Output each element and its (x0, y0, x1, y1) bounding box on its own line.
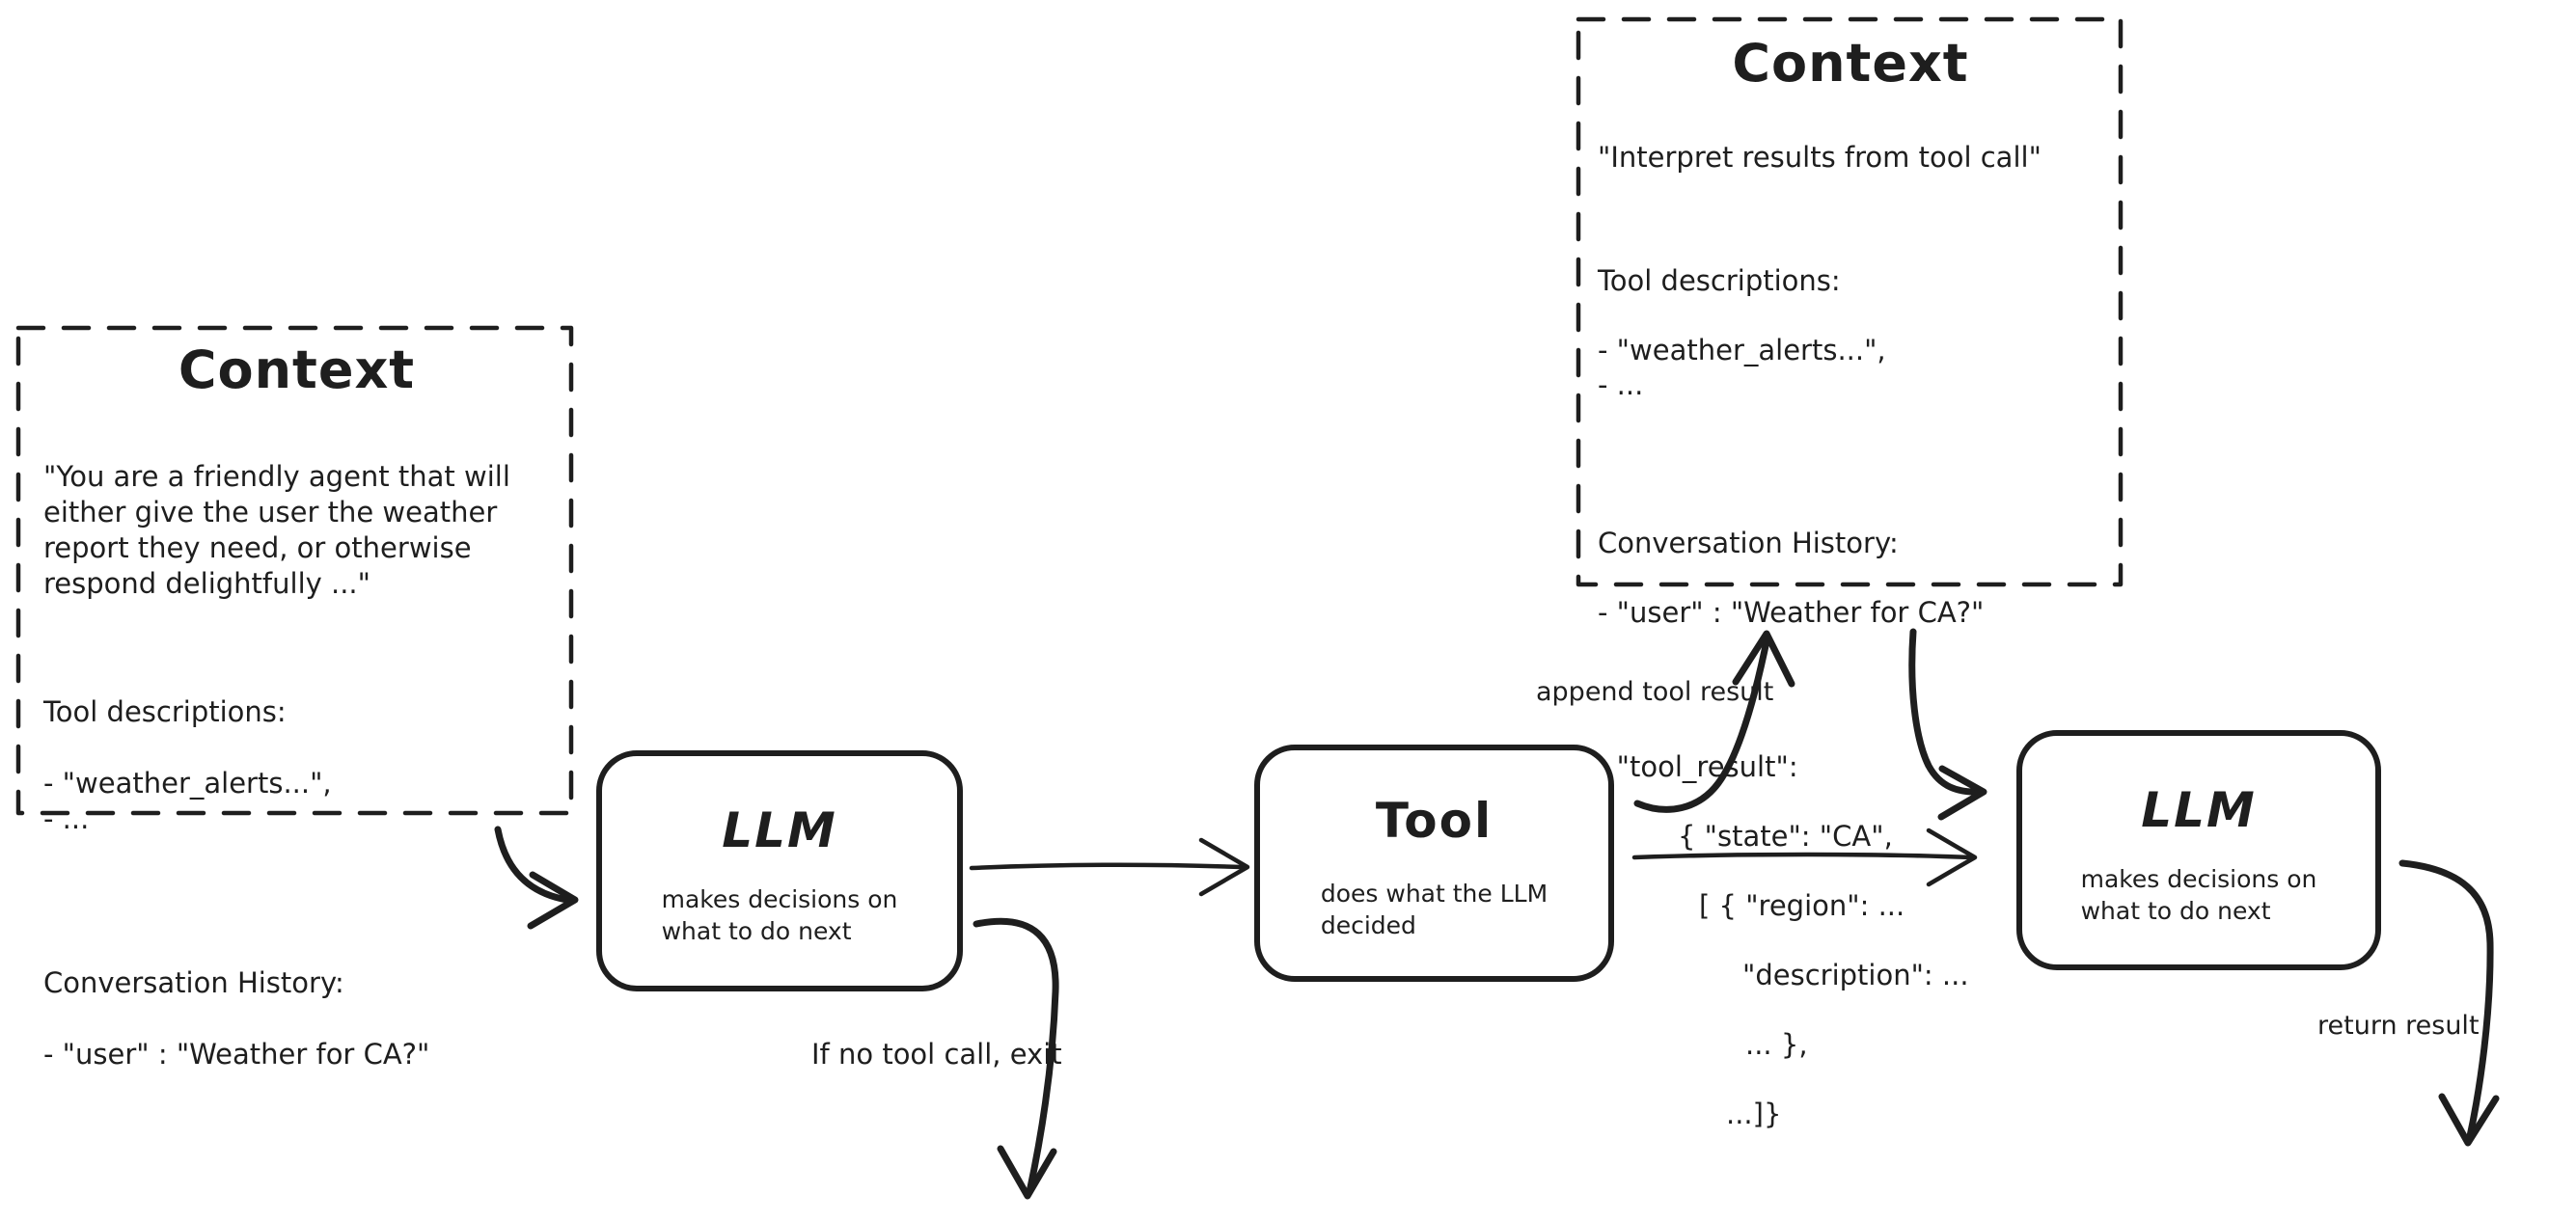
context-left-tool-descriptions-items: - "weather_alerts...", - ... (43, 767, 332, 835)
node-llm-2-subtitle: makes decisions on what to do next (2080, 865, 2317, 925)
context-top-history-items: - "user" : "Weather for CA?" (1598, 596, 1985, 629)
arrow-context-left-to-llm1 (494, 826, 579, 930)
context-left-tool-descriptions-heading: Tool descriptions: (43, 695, 287, 728)
node-tool-subtitle: does what the LLM decided (1320, 880, 1548, 939)
label-return-result: return result (2317, 1011, 2480, 1041)
node-llm-2-title: LLM (2141, 782, 2257, 838)
context-top-border (1576, 16, 2124, 587)
arrow-llm2-return (2398, 859, 2500, 1147)
tool-result-line: [ { "region": ... (1699, 889, 1905, 922)
node-tool-title: Tool (1375, 793, 1494, 849)
node-llm-1-subtitle: makes decisions on what to do next (661, 885, 898, 945)
tool-result-line: ...]} (1726, 1098, 1782, 1130)
tool-result-line: { "state": "CA", (1678, 820, 1893, 853)
arrow-tool-to-llm2 (1631, 828, 1978, 887)
arrow-llm1-to-tool (969, 837, 1250, 897)
context-box-top: Context "Interpret results from tool cal… (1576, 17, 2123, 1130)
node-llm-2: LLM makes decisions on what to do next (2016, 730, 2381, 970)
node-tool: Tool does what the LLM decided (1254, 745, 1614, 982)
arrow-context-top-to-llm2 (1908, 628, 1987, 821)
node-llm-1-title: LLM (722, 802, 837, 858)
arrow-tool-to-context-top (1633, 630, 1795, 813)
label-if-no-tool-call-exit: If no tool call, exit (811, 1038, 1062, 1071)
label-append-tool-result: append tool result (1536, 677, 1774, 707)
context-left-history-items: - "user" : "Weather for CA?" (43, 1038, 430, 1071)
context-top-tool-result-block: - "tool_result": { "state": "CA", [ { "r… (1598, 715, 2103, 1166)
node-llm-1: LLM makes decisions on what to do next (596, 750, 963, 991)
context-left-history-heading: Conversation History: (43, 966, 344, 999)
context-top-tool-descriptions-items: - "weather_alerts...", - ... (1598, 334, 1886, 401)
tool-result-line: "description": ... (1742, 959, 1969, 991)
arrow-llm1-exit (973, 917, 1059, 1200)
tool-result-line: ... }, (1745, 1028, 1808, 1061)
context-box-left: Context "You are a friendly agent that w… (16, 326, 573, 1071)
context-top-title: Context (1732, 33, 1969, 94)
context-top-system-prompt: "Interpret results from tool call" (1598, 141, 2042, 174)
context-left-title: Context (178, 339, 416, 400)
context-top-tool-descriptions-heading: Tool descriptions: (1598, 264, 1841, 297)
context-left-border (15, 325, 574, 816)
context-top-history-heading: Conversation History: (1598, 527, 1899, 559)
context-left-system-prompt: "You are a friendly agent that will eith… (43, 460, 510, 600)
